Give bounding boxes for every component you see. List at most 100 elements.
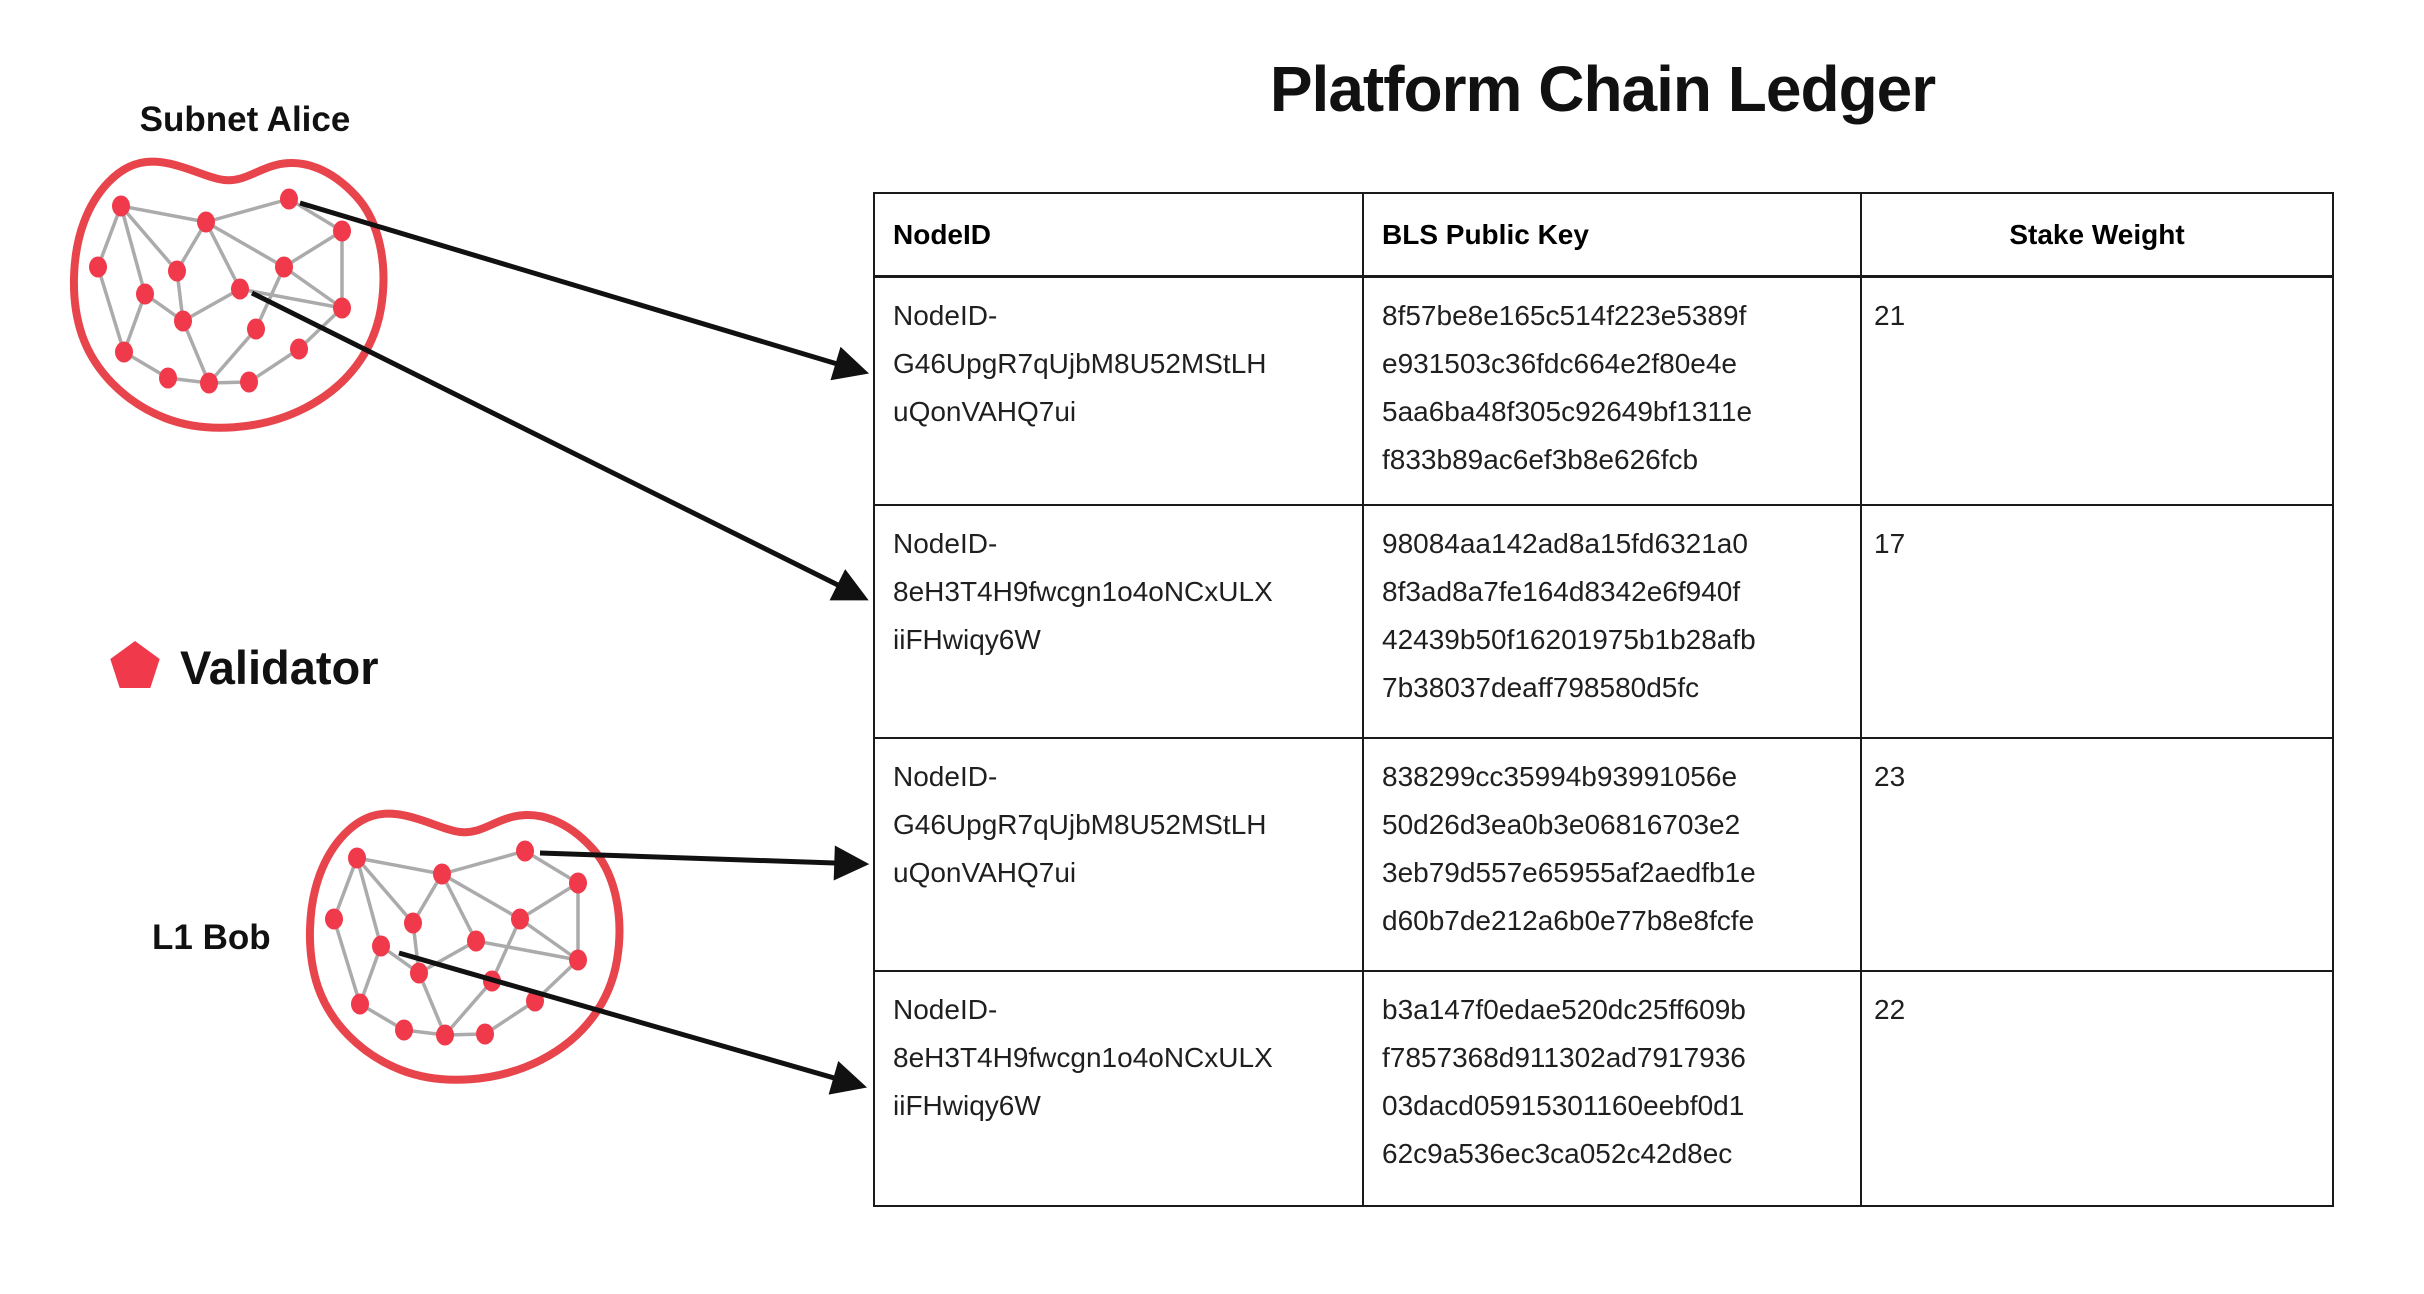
validator-node xyxy=(372,935,390,957)
validator-node xyxy=(240,371,258,393)
validator-legend-label: Validator xyxy=(180,641,379,694)
network-edge xyxy=(332,857,359,920)
validator-node xyxy=(89,256,107,278)
validator-node xyxy=(174,310,192,332)
network-edge xyxy=(355,857,383,947)
validator-node xyxy=(136,283,154,305)
network-edge xyxy=(518,917,580,962)
subnet-alice-label: Subnet Alice xyxy=(139,100,351,139)
network-edge xyxy=(119,205,147,295)
validator-pentagon-icon xyxy=(110,641,160,688)
nodeid-cell: NodeID- 8eH3T4H9fwcgn1o4oNCxULX iiFHwiqy… xyxy=(873,969,1364,1207)
table-row: NodeID- G46UpgR7qUjbM8U52MStLH uQonVAHQ7… xyxy=(873,736,2334,972)
validator-node xyxy=(433,863,451,885)
network-edge xyxy=(519,881,579,921)
network-edge xyxy=(288,197,343,233)
validator-node xyxy=(197,211,215,233)
subnet-alice-network xyxy=(69,157,388,432)
l1-bob-label: L1 Bob xyxy=(152,918,271,957)
validator-node xyxy=(351,993,369,1015)
table-row: NodeID- G46UpgR7qUjbM8U52MStLH uQonVAHQ7… xyxy=(873,275,2334,506)
membership-arrow xyxy=(398,950,868,1095)
nodeid-cell: NodeID- G46UpgR7qUjbM8U52MStLH uQonVAHQ7… xyxy=(873,736,1364,972)
validator-node xyxy=(348,847,366,869)
network-edge xyxy=(205,197,290,224)
network-edge xyxy=(524,849,579,885)
network-edge xyxy=(248,347,300,384)
validator-node xyxy=(168,260,186,282)
network-edge xyxy=(119,204,179,273)
network-edge xyxy=(254,266,286,330)
network-edge xyxy=(239,287,343,310)
validator-node xyxy=(569,872,587,894)
validator-node xyxy=(247,318,265,340)
validator-node xyxy=(410,962,428,984)
membership-arrow xyxy=(299,200,870,381)
stake-weight-cell: 22 xyxy=(1860,969,2334,1207)
validator-node xyxy=(467,930,485,952)
validator-node xyxy=(333,220,351,242)
network-edge xyxy=(204,221,242,290)
validator-node xyxy=(112,195,130,217)
validator-node xyxy=(436,1024,454,1046)
validator-node xyxy=(333,297,351,319)
validator-node xyxy=(280,188,298,210)
validator-node xyxy=(290,338,308,360)
network-edge xyxy=(207,327,258,385)
bls-key-cell: b3a147f0edae520dc25ff609b f7857368d91130… xyxy=(1362,969,1862,1207)
network-edge xyxy=(182,287,241,323)
validator-node xyxy=(231,278,249,300)
stake-weight-cell: 23 xyxy=(1860,736,2334,972)
stake-weight-cell: 17 xyxy=(1860,503,2334,739)
col-header-stake-weight: Stake Weight xyxy=(1860,192,2334,278)
validator-node xyxy=(476,1023,494,1045)
network-edge xyxy=(96,266,126,353)
network-edge xyxy=(418,939,477,975)
validator-node xyxy=(325,908,343,930)
membership-arrow xyxy=(250,290,869,601)
bls-key-cell: 98084aa142ad8a15fd6321a0 8f3ad8a7fe164d8… xyxy=(1362,503,1862,739)
network-edge xyxy=(443,979,494,1037)
header-row: NodeID BLS Public Key Stake Weight xyxy=(873,192,2334,278)
validator-node xyxy=(200,372,218,394)
l1-bob-boundary xyxy=(305,809,624,1084)
validator-node xyxy=(569,949,587,971)
network-edge xyxy=(417,972,447,1036)
network-edge xyxy=(441,872,521,921)
network-edge xyxy=(120,204,207,224)
network-edge xyxy=(283,229,343,269)
bls-key-cell: 838299cc35994b93991056e 50d26d3ea0b3e068… xyxy=(1362,736,1862,972)
network-edge xyxy=(356,856,443,876)
col-header-bls-key: BLS Public Key xyxy=(1362,192,1862,278)
table-row: NodeID- 8eH3T4H9fwcgn1o4oNCxULX iiFHwiqy… xyxy=(873,503,2334,739)
nodeid-cell: NodeID- 8eH3T4H9fwcgn1o4oNCxULX iiFHwiqy… xyxy=(873,503,1364,739)
validator-node xyxy=(516,840,534,862)
nodeid-cell: NodeID- G46UpgR7qUjbM8U52MStLH uQonVAHQ7… xyxy=(873,275,1364,506)
network-edge xyxy=(205,220,285,269)
network-edge xyxy=(96,205,123,268)
platform-chain-ledger-table: NodeID BLS Public Key Stake Weight NodeI… xyxy=(873,192,2334,1207)
validator-node xyxy=(115,341,133,363)
network-edge xyxy=(484,999,536,1036)
network-edge xyxy=(355,856,415,925)
page-title: Platform Chain Ledger xyxy=(1269,53,1936,125)
validator-node xyxy=(511,908,529,930)
platform-chain-ledger: NodeID BLS Public Key Stake Weight NodeI… xyxy=(873,192,2334,1207)
network-edge xyxy=(475,939,579,962)
network-edge xyxy=(282,265,344,310)
stake-weight-cell: 21 xyxy=(1860,275,2334,506)
membership-arrow xyxy=(539,845,870,881)
network-edge xyxy=(181,320,211,384)
network-edge xyxy=(332,918,362,1005)
network-edge xyxy=(490,918,522,982)
table-row: NodeID- 8eH3T4H9fwcgn1o4oNCxULX iiFHwiqy… xyxy=(873,969,2334,1207)
validator-node xyxy=(275,256,293,278)
bls-key-cell: 8f57be8e165c514f223e5389f e931503c36fdc6… xyxy=(1362,275,1862,506)
network-edge xyxy=(441,849,526,876)
col-header-nodeid: NodeID xyxy=(873,192,1364,278)
subnet-alice-boundary xyxy=(69,157,388,432)
network-edge xyxy=(440,873,478,942)
validator-node xyxy=(404,912,422,934)
validator-node xyxy=(395,1019,413,1041)
